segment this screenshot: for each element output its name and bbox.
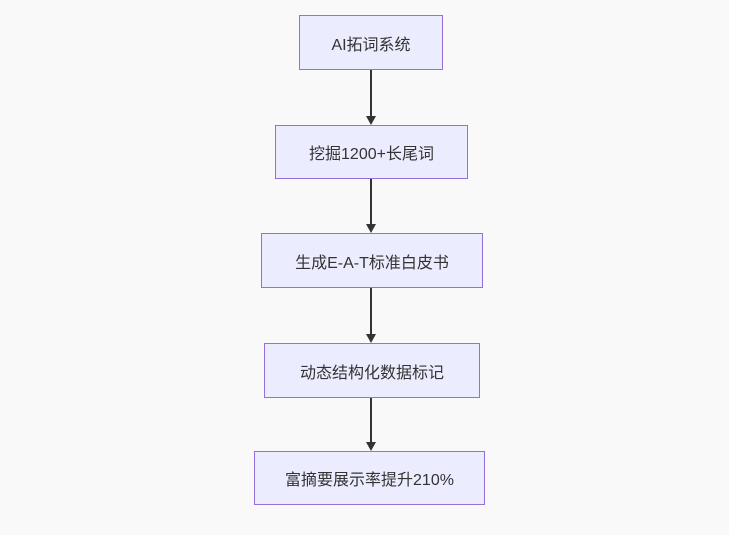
flow-node-rich-snippet-result: 富摘要展示率提升210% xyxy=(254,451,485,505)
flow-arrow-4 xyxy=(365,398,377,451)
flow-node-label: 生成E-A-T标准白皮书 xyxy=(295,254,449,272)
flow-arrow-3 xyxy=(365,288,377,343)
arrow-head-down-icon xyxy=(366,334,376,343)
arrow-head-down-icon xyxy=(366,442,376,451)
arrow-line xyxy=(370,179,372,226)
flow-node-longtail-keywords: 挖掘1200+长尾词 xyxy=(275,125,468,179)
flow-arrow-2 xyxy=(365,179,377,233)
arrow-head-down-icon xyxy=(366,224,376,233)
flow-node-eat-whitepaper: 生成E-A-T标准白皮书 xyxy=(261,233,483,288)
arrow-line xyxy=(370,70,372,118)
flow-node-label: 挖掘1200+长尾词 xyxy=(309,146,434,163)
arrow-line xyxy=(370,288,372,336)
arrow-head-down-icon xyxy=(366,116,376,125)
flow-node-label: AI拓词系统 xyxy=(331,36,411,54)
arrow-line xyxy=(370,398,372,444)
flow-arrow-1 xyxy=(365,70,377,125)
flow-node-label: 动态结构化数据标记 xyxy=(299,364,444,382)
flow-node-label: 富摘要展示率提升210% xyxy=(285,472,454,489)
flow-node-structured-data-markup: 动态结构化数据标记 xyxy=(264,343,480,398)
flow-node-ai-keyword-system: AI拓词系统 xyxy=(299,15,443,70)
